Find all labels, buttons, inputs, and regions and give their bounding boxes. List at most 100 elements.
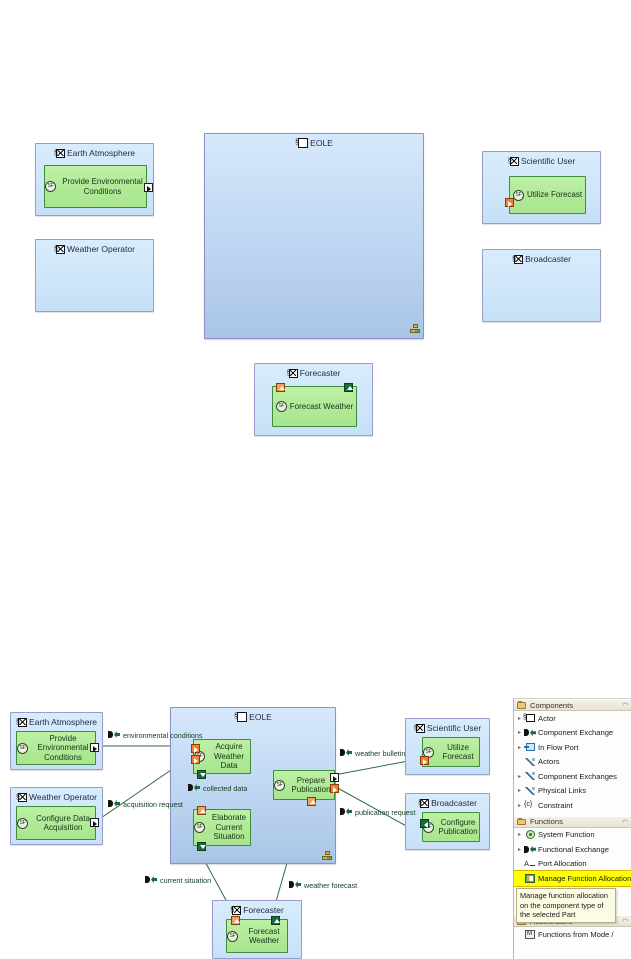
function-output-port[interactable] bbox=[144, 183, 153, 192]
function-configure-data-acquisition[interactable]: SF Configure Data Acquisition bbox=[16, 806, 99, 840]
function-output-port[interactable] bbox=[197, 842, 206, 851]
function-label: Forecast Weather bbox=[289, 401, 354, 411]
exchange-icon bbox=[524, 728, 536, 738]
function-output-port[interactable] bbox=[271, 916, 280, 925]
actor-broadcaster-2[interactable]: Broadcaster SF Configure Publication bbox=[405, 793, 490, 850]
actor-icon bbox=[508, 156, 519, 166]
palette-item-functions-from-mode[interactable]: ▸ Functions from Mode / bbox=[514, 927, 631, 942]
actor-weather-operator-2[interactable]: Weather Operator SF Configure Data Acqui… bbox=[10, 787, 103, 845]
system-function-icon: SF bbox=[275, 401, 287, 412]
function-input-port[interactable] bbox=[307, 797, 316, 806]
functional-exchange-icon bbox=[188, 784, 201, 791]
function-label: Elaborate Current Situation bbox=[211, 813, 247, 842]
system-function-icon: SF bbox=[194, 822, 205, 833]
function-output-port-2[interactable] bbox=[330, 784, 339, 793]
function-label: Configure Publication bbox=[438, 817, 478, 837]
system-function-icon: SF bbox=[274, 779, 285, 791]
function-output-port[interactable] bbox=[344, 383, 353, 392]
actor-scientific-user[interactable]: Scientific User SF Utilize Forecast bbox=[482, 151, 601, 224]
function-forecast-weather[interactable]: SF Forecast Weather bbox=[272, 383, 357, 427]
palette-item-system-function[interactable]: ▸ System Function bbox=[518, 830, 595, 840]
chevron-right-icon: ▸ bbox=[518, 788, 522, 795]
function-input-port[interactable] bbox=[276, 383, 285, 392]
exchange-label-publication-request: publication request bbox=[340, 808, 415, 817]
function-provide-environmental-conditions-2[interactable]: SF Provide Environmental Conditions bbox=[16, 731, 99, 765]
functional-exchange-icon bbox=[289, 881, 302, 888]
palette-item-constraint[interactable]: ▸ Constraint bbox=[514, 798, 631, 813]
actor-icon bbox=[287, 368, 298, 378]
functional-exchange-icon bbox=[108, 731, 121, 738]
system-eole-2[interactable]: EOLE SF Acquire Weather Data SF Elaborat… bbox=[170, 707, 339, 864]
system-eole[interactable]: EOLE bbox=[204, 133, 424, 339]
actor-earth-atmosphere[interactable]: Earth Atmosphere SF Provide Environmenta… bbox=[35, 143, 154, 216]
constraint-icon bbox=[524, 800, 536, 810]
palette-section-components-header[interactable]: Components ◠ bbox=[514, 699, 631, 711]
exchange-label-acquisition-request: acquisition request bbox=[108, 800, 183, 809]
actor-scientific-user-2[interactable]: Scientific User SF Utilize Forecast bbox=[405, 718, 490, 775]
function-acquire-weather-data[interactable]: SF Acquire Weather Data bbox=[191, 739, 251, 779]
collapse-icon[interactable]: ◠ bbox=[622, 702, 628, 709]
folder-icon bbox=[517, 817, 527, 826]
actor-forecaster-2[interactable]: Forecaster SF Forecast Weather bbox=[212, 900, 302, 959]
function-output-port[interactable] bbox=[90, 743, 99, 752]
node-title: Weather Operator bbox=[36, 244, 153, 256]
function-configure-publication[interactable]: SF Configure Publication bbox=[420, 812, 480, 842]
component-icon bbox=[234, 712, 248, 722]
function-input-port[interactable] bbox=[231, 916, 240, 925]
tooltip-line-1: Manage function allocation bbox=[520, 891, 608, 900]
node-title: Broadcaster bbox=[483, 254, 600, 266]
collapse-icon[interactable]: ◠ bbox=[622, 918, 628, 925]
function-input-port-2[interactable] bbox=[191, 755, 200, 764]
exchange-icon bbox=[524, 844, 536, 854]
function-input-port[interactable] bbox=[191, 744, 200, 753]
function-elaborate-current-situation[interactable]: SF Elaborate Current Situation bbox=[193, 806, 251, 851]
function-provide-environmental-conditions[interactable]: SF Provide Environmental Conditions bbox=[44, 165, 153, 208]
actor-earth-atmosphere-2[interactable]: Earth Atmosphere SF Provide Environmenta… bbox=[10, 712, 103, 770]
actor-broadcaster[interactable]: Broadcaster bbox=[482, 249, 601, 322]
palette-item-physical-links[interactable]: ▸ Physical Links bbox=[518, 786, 587, 796]
palette-item-actors[interactable]: ▸ Actors bbox=[514, 755, 631, 770]
function-input-port[interactable] bbox=[420, 756, 429, 765]
palette-item-port-allocation[interactable]: ▸ Port Allocation bbox=[514, 857, 631, 872]
functional-exchange-icon bbox=[108, 800, 121, 807]
palette-item-actor[interactable]: ▸ Actor bbox=[514, 711, 631, 726]
function-output-port[interactable] bbox=[197, 770, 206, 779]
functional-exchange-icon bbox=[145, 876, 158, 883]
actor-forecaster[interactable]: Forecaster SF Forecast Weather bbox=[254, 363, 373, 436]
actor-weather-operator[interactable]: Weather Operator bbox=[35, 239, 154, 312]
palette-item-component-exchange[interactable]: ▸ Component Exchange bbox=[518, 728, 614, 738]
palette-item-manage-function-allocation[interactable]: ▸ Manage Function Allocation bbox=[514, 870, 631, 887]
actor-icon bbox=[418, 798, 430, 808]
node-title: Scientific User bbox=[483, 156, 600, 168]
allocation-icon bbox=[322, 851, 332, 860]
function-utilize-forecast-2[interactable]: SF Utilize Forecast bbox=[420, 737, 480, 767]
function-forecast-weather-2[interactable]: SF Forecast Weather bbox=[226, 916, 288, 953]
palette-item-functional-exchange[interactable]: ▸ Functional Exchange bbox=[518, 844, 609, 854]
function-input-port[interactable] bbox=[197, 806, 206, 815]
function-prepare-publication[interactable]: SF Prepare Publication bbox=[273, 770, 339, 806]
allocation-icon bbox=[410, 324, 420, 333]
node-title: Earth Atmosphere bbox=[11, 717, 102, 729]
function-utilize-forecast[interactable]: SF Utilize Forecast bbox=[505, 176, 586, 214]
palette-section-functions-header[interactable]: Functions ◠ bbox=[514, 815, 631, 828]
component-icon bbox=[523, 713, 536, 723]
system-function-icon: SF bbox=[17, 742, 28, 754]
function-label: Prepare Publication bbox=[291, 775, 331, 795]
line-icon bbox=[524, 771, 536, 781]
function-output-port[interactable] bbox=[90, 818, 99, 827]
collapse-icon[interactable]: ◠ bbox=[622, 818, 628, 826]
actor-icon bbox=[512, 254, 524, 264]
exchange-label-collected-data: collected data bbox=[188, 784, 247, 793]
palette-item-component-exchanges[interactable]: ▸ Component Exchanges bbox=[518, 771, 617, 781]
function-input-port[interactable] bbox=[420, 819, 429, 828]
function-label: Forecast Weather bbox=[248, 926, 280, 946]
line-icon bbox=[524, 786, 536, 796]
folder-icon bbox=[517, 701, 527, 709]
line-icon bbox=[524, 757, 536, 767]
system-function-icon: SF bbox=[227, 930, 238, 942]
palette-item-in-flow-port[interactable]: ▸ In Flow Port bbox=[518, 742, 579, 752]
function-input-port[interactable] bbox=[505, 198, 514, 207]
actor-icon bbox=[16, 792, 28, 802]
function-output-port[interactable] bbox=[330, 773, 339, 782]
